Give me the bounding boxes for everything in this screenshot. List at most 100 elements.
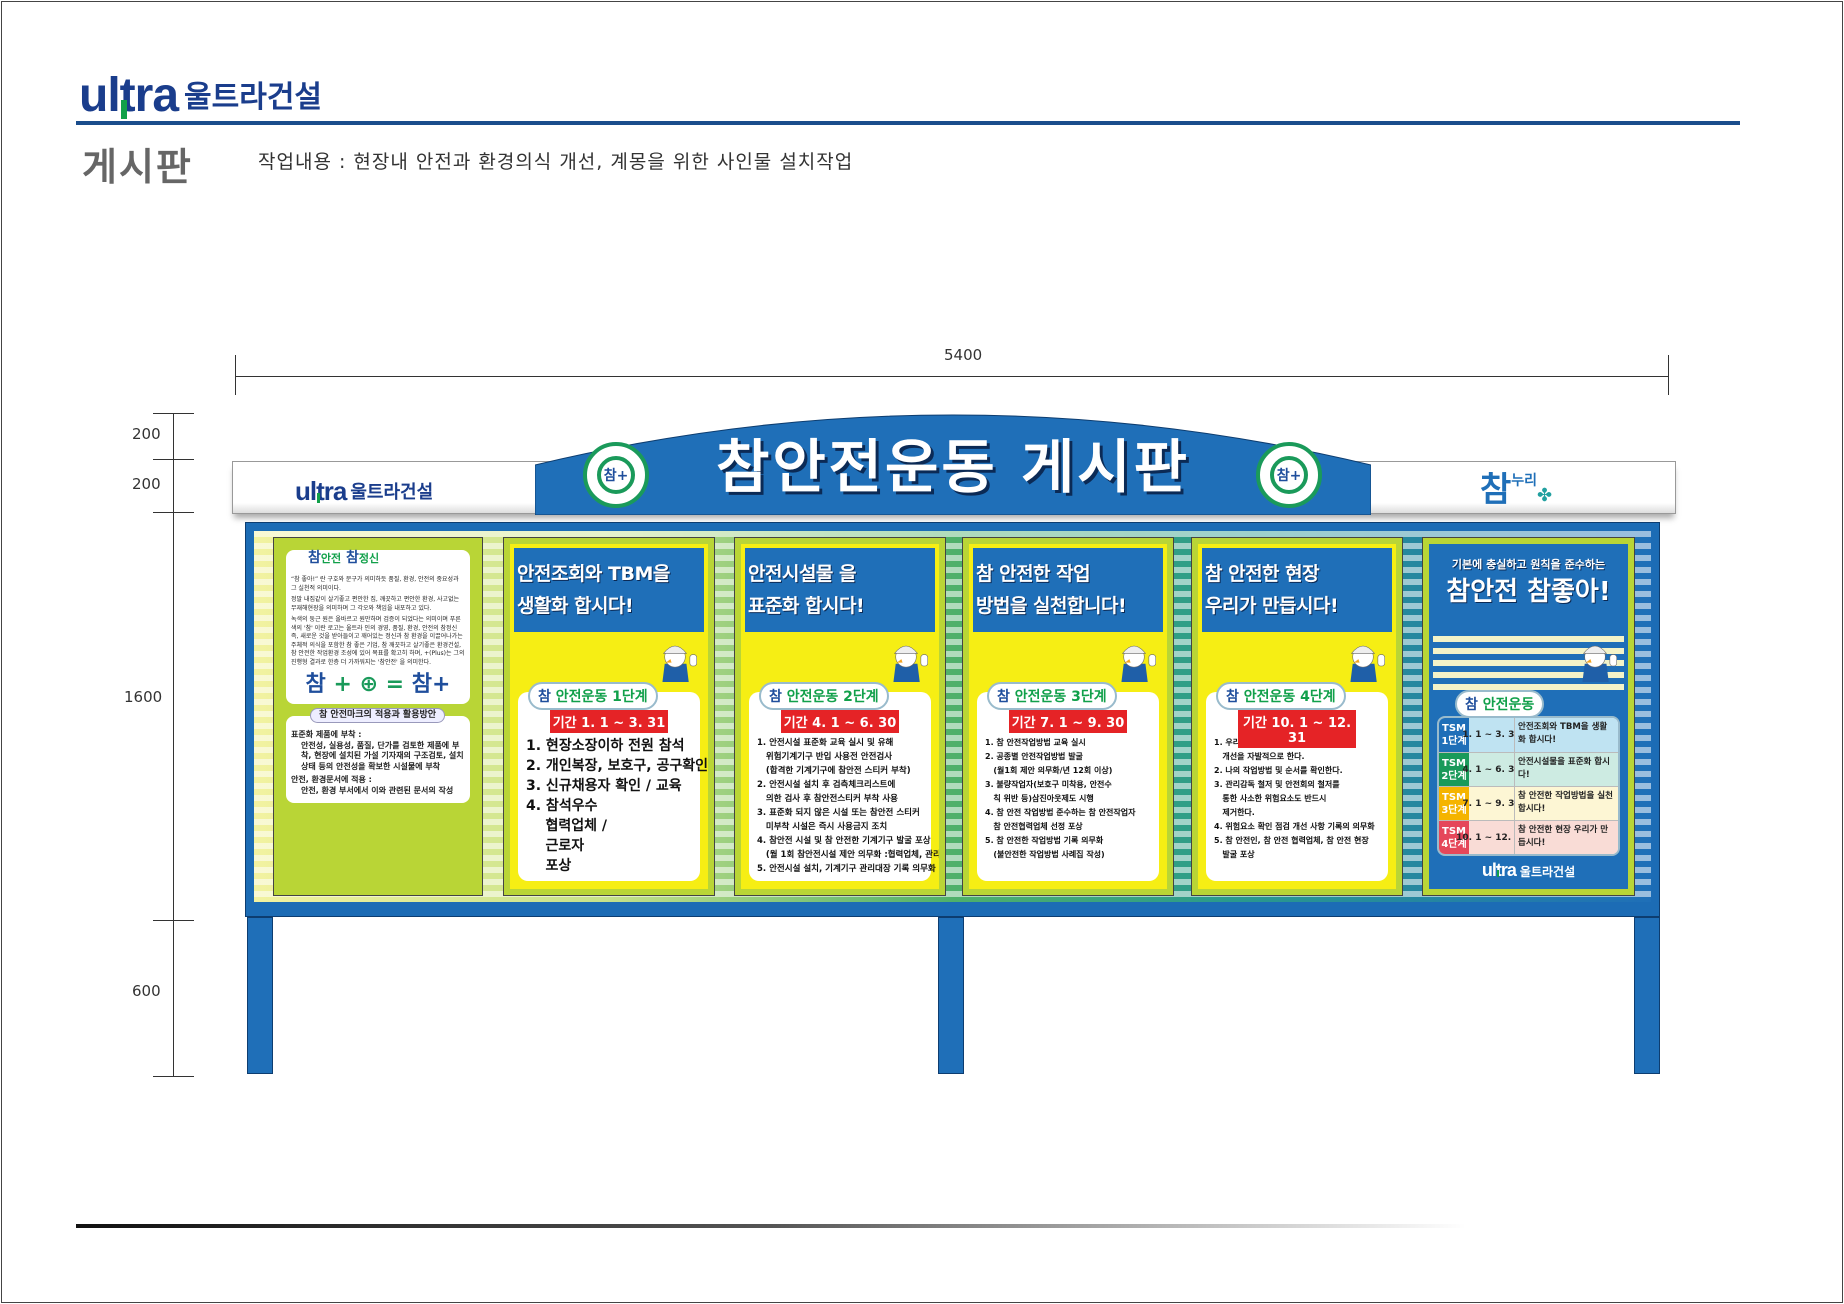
campaign-item: 칙 위반 등)삼진아웃제도 시행 (985, 794, 1094, 803)
safety-seal-icon: 참+ (583, 442, 649, 508)
campaign-item: (합격한 기계기구에 참안전 스티커 부착) (757, 766, 911, 776)
campaign-item: 1. 안전시설 표준화 교육 실시 및 유해 (757, 738, 894, 748)
campaign-item: (월1회 제안 의무화/년 12회 이상) (985, 766, 1113, 775)
dimension-tick (153, 920, 194, 921)
campaign-item: 4. 참 안전 작업방법 준수하는 참 안전작업자 (985, 808, 1136, 817)
campaign-item: 근로자 (526, 838, 585, 854)
logo-text: ul (79, 69, 121, 122)
cham-nuri-logo: 참누리✤ (1480, 462, 1552, 511)
card-title: 참 안전마크의 적용과 활용방안 (310, 708, 446, 723)
campaign-item: 1. 참 안전작업방법 교육 실시 (985, 738, 1086, 747)
paragraph: 정말 내집같이 살기좋고 편안한 집, 깨끗하고 편안한 환경, 사고없는 무재… (291, 596, 460, 612)
cham-spirit-card: 참안전 참정신 “참 좋아!” 란 구호와 문구가 의미하듯 품질, 환경, 안… (286, 550, 470, 704)
tsm-stage: TSM 1단계 (1439, 718, 1469, 752)
campaign-item: 협력업체 / (526, 818, 608, 834)
card-title: 참안전 참정신 (308, 550, 380, 566)
campaign-item: 5. 안전시설 설치, 기계기구 관리대장 기록 의무화 (757, 864, 936, 874)
tsm-dates: 7. 1 ~ 9. 30 (1462, 787, 1521, 820)
eagle-mascot-icon (893, 645, 928, 682)
campaign-item: 2. 나의 작업방법 및 순서를 확인한다. (1214, 766, 1343, 775)
work-description: 작업내용 : 현장내 안전과 환경의식 개선, 계몽을 위한 사인물 설치작업 (258, 151, 854, 173)
campaign-item: 5. 참 안전한 작업방법 기록 의무화 (985, 836, 1104, 845)
campaign-item: 4. 참석우수 (526, 798, 598, 814)
campaign-item: 3. 관리감독 철저 및 안전회의 철저를 (1214, 780, 1340, 789)
header-rule (76, 121, 1740, 125)
tsm-description: 안전시설물을 표준화 합시다! (1515, 753, 1618, 786)
paragraph: 녹색의 둥근 원은 올바르고 원만하며 검증이 되었다는 의미이며 푸른색의 '… (291, 616, 465, 666)
campaign-item: 1. 현장소장이하 전원 참석 (526, 738, 685, 754)
tsm-description: 참 안전한 현장 우리가 만듭시다! (1515, 821, 1618, 854)
logo-text: ul (295, 476, 317, 506)
tsm-dates: 1. 1 ~ 3. 31 (1462, 718, 1521, 752)
campaign-card: 1. 우리 작업장의 위험요소 확인 및 개선을 자발적으로 한다.2. 나의 … (1206, 692, 1388, 881)
campaign-item: 2. 개인복장, 보호구, 공구확인 (526, 758, 708, 774)
logo-korean: 울트라건설 (350, 482, 434, 502)
logo-text: ra (134, 69, 179, 122)
campaign-badge: 참 안전운동 4단계 (1216, 682, 1346, 710)
logo-korean: 울트라건설 (184, 81, 323, 114)
tsm-dates: 10. 1 ~ 12. 31 (1456, 821, 1527, 854)
tsm-stage: TSM 4단계 (1439, 821, 1469, 854)
campaign-badge: 참 안전운동 2단계 (759, 682, 889, 710)
campaign-item: 4. 참안전 시설 및 참 안전한 기계기구 발굴 포상 (757, 836, 931, 846)
sign-title: 참안전운동 게시판 (715, 433, 1191, 501)
height-dimension-label: 1600 (124, 688, 163, 706)
page-title: 게시판 (82, 145, 193, 189)
usage-row: 표준화 제품에 부착 : 안전성, 실용성, 품질, 단가를 검토한 제품에 부… (291, 730, 464, 771)
campaign-item: 2. 안전시설 설치 후 검측체크리스트에 (757, 780, 896, 790)
campaign-badge: 참 안전운동 3단계 (987, 682, 1117, 710)
campaign-item: (불안전한 작업방법 사례집 작성) (985, 850, 1105, 859)
campaign-item: 포상 (526, 858, 572, 874)
footer-rule (76, 1224, 1466, 1228)
logo-text: ra (323, 476, 348, 506)
campaign-item: 통한 사소한 위험요소도 반드시 (1214, 794, 1327, 803)
tsm-table: TSM 1단계 1. 1 ~ 3. 31 안전조회와 TBM을 생활화 합시다!… (1437, 716, 1620, 856)
tsm-row: TSM 4단계 10. 1 ~ 12. 31 참 안전한 현장 우리가 만듭시다… (1439, 820, 1618, 854)
board-background (254, 531, 1651, 902)
campaign-item: 3. 표준화 되지 않은 시설 또는 참안전 스티커 (757, 808, 920, 818)
seal-text: 참+ (1270, 456, 1308, 494)
dimension-tick (1668, 355, 1669, 395)
mark-usage-card: 참 안전마크의 적용과 활용방안 표준화 제품에 부착 : 안전성, 실용성, … (286, 708, 470, 803)
tsm-dates: 4. 1 ~ 6. 30 (1462, 753, 1521, 786)
campaign-item: (월 1회 참안전시설 제안 의무화 :협력업체, 관리감독자) (765, 850, 939, 860)
height-dimension-label: 200 (132, 475, 161, 493)
support-post (247, 917, 273, 1074)
dimension-tick (235, 355, 236, 395)
width-dimension-label: 5400 (944, 346, 983, 364)
width-dimension-line (235, 376, 1668, 377)
panel-company-logo: ultra 울트라건설 (1481, 860, 1576, 880)
eagle-mascot-icon (1121, 645, 1156, 682)
tsm-row: TSM 2단계 4. 1 ~ 6. 30 안전시설물을 표준화 합시다! (1439, 752, 1618, 786)
logo-text: 누리 (1511, 473, 1538, 489)
height-dimension-label: 600 (132, 982, 161, 1000)
campaign-badge: 참 안전운동 1단계 (528, 682, 658, 710)
dimension-tick (153, 459, 194, 460)
tsm-stage: TSM 3단계 (1439, 787, 1469, 820)
campaign-badge: 참 안전운동 (1455, 690, 1545, 718)
usage-row: 안전, 환경문서에 적용 : 안전, 환경 부서에서 이와 관련된 문서의 작성 (291, 775, 454, 795)
period-label: 기간 1. 1 ~ 3. 31 (550, 710, 668, 733)
campaign-item: 5. 참 안전인, 참 안전 협력업체, 참 안전 현장 (1214, 836, 1369, 845)
period-label: 기간 10. 1 ~ 12. 31 (1238, 710, 1356, 748)
support-post (938, 917, 964, 1074)
tsm-row: TSM 1단계 1. 1 ~ 3. 31 안전조회와 TBM을 생활화 합시다! (1439, 718, 1618, 752)
campaign-item: 발굴 포상 (1214, 850, 1255, 859)
period-label: 기간 7. 1 ~ 9. 30 (1009, 710, 1127, 733)
tsm-stage: TSM 2단계 (1439, 753, 1469, 786)
seal-text: 참+ (597, 456, 635, 494)
dimension-tick (153, 512, 194, 513)
campaign-item: 참 안전협력업체 선정 포상 (985, 822, 1083, 831)
eagle-mascot-icon (1350, 645, 1385, 682)
logo-text: 참 (1480, 470, 1512, 510)
